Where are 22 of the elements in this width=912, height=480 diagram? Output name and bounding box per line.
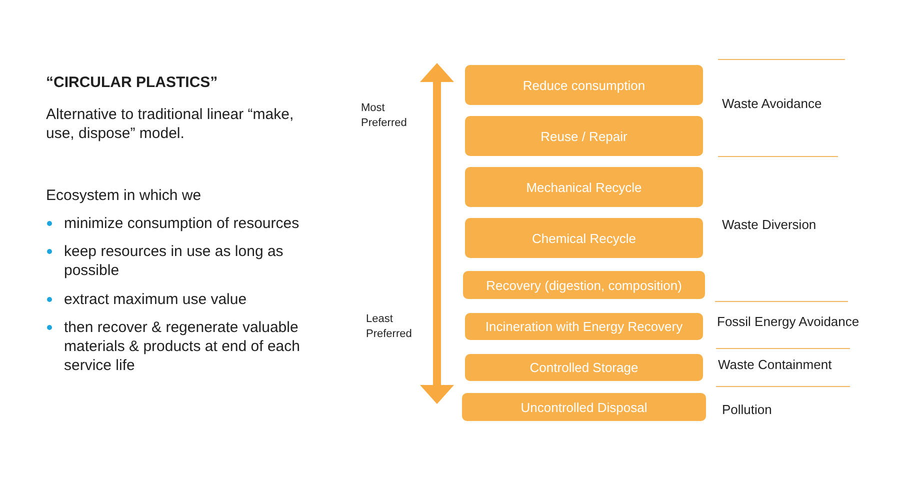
paragraph: Alternative to traditional linear “make, use, dispose” model. (46, 105, 295, 143)
hierarchy-box: Chemical Recycle (465, 218, 703, 258)
hierarchy-box: Mechanical Recycle (465, 167, 703, 207)
category-label: Waste Diversion (722, 216, 818, 233)
hierarchy-box: Controlled Storage (465, 354, 703, 381)
hierarchy-box: Reduce consumption (465, 65, 703, 105)
hierarchy-box: Uncontrolled Disposal (462, 393, 706, 421)
bullet-item: extract maximum use value (64, 290, 248, 309)
hierarchy-box: Incineration with Energy Recovery (465, 313, 703, 340)
hierarchy-box: Recovery (digestion, composition) (463, 271, 705, 299)
category-label: Waste Avoidance (722, 95, 823, 112)
bullet-item: minimize consumption of resources (64, 214, 300, 233)
category-label: Waste Containment (718, 356, 833, 373)
category-label: Pollution (722, 401, 773, 418)
heading: “CIRCULAR PLASTICS” (46, 73, 218, 92)
paragraph: Ecosystem in which we (46, 186, 202, 205)
hierarchy-box: Reuse / Repair (465, 116, 703, 156)
bullet-item: keep resources in use as long as possible (64, 242, 284, 280)
axis-label: Most Preferred (361, 101, 408, 131)
bullet-item: then recover & regenerate valuable materials & products at end of each service life (64, 318, 301, 375)
category-label: Fossil Energy Avoidance (717, 313, 860, 330)
axis-label: Least Preferred (366, 312, 413, 342)
